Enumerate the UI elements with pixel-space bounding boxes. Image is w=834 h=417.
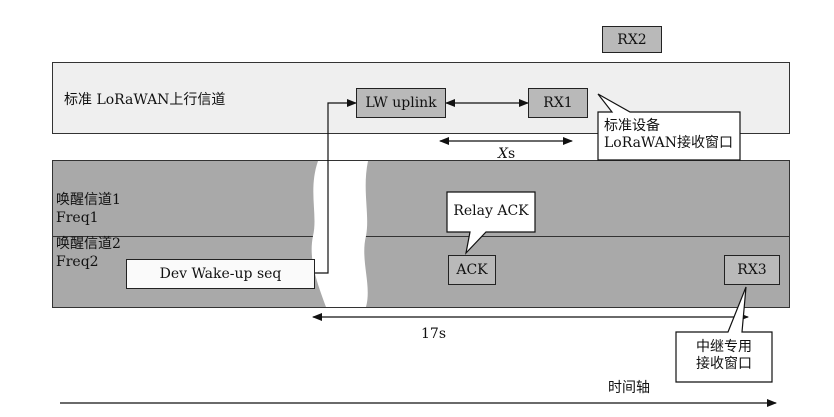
standard-window-line1: 标准设备 <box>604 118 660 134</box>
time-axis-label: 时间轴 <box>608 380 650 396</box>
wake-channel-1-label: 唤醒信道1 <box>56 192 121 208</box>
relay-ack-callout-text: Relay ACK <box>453 203 529 219</box>
xs-unit: s <box>507 146 516 162</box>
duration-17s-label: 17s <box>421 326 446 342</box>
rx3-box: RX3 <box>724 255 780 285</box>
standard-window-callout-shape <box>597 93 741 161</box>
relay-window-line1: 中继专用 <box>696 339 752 355</box>
xs-variable: X <box>498 146 508 162</box>
standard-window-line2: LoRaWAN接收窗口 <box>604 135 733 151</box>
relay-window-line2: 接收窗口 <box>696 356 752 372</box>
dev-wakeup-box: Dev Wake-up seq <box>126 259 315 289</box>
wake-channel-1-band <box>52 160 790 236</box>
wake-channel-2-freq: Freq2 <box>56 254 99 270</box>
wakeup-to-uplink-arrow <box>315 99 357 274</box>
xs-label: Xs <box>498 146 515 163</box>
rx2-box: RX2 <box>602 26 662 53</box>
rx1-box: RX1 <box>528 88 588 118</box>
relay-window-callout-shape <box>675 286 773 383</box>
standard-window-callout-text: 标准设备 LoRaWAN接收窗口 <box>598 118 740 152</box>
wake-channel-1-freq: Freq1 <box>56 210 99 226</box>
standard-uplink-label: 标准 LoRaWAN上行信道 <box>64 92 226 108</box>
channel-gap <box>311 161 368 307</box>
wake-channel-2-label: 唤醒信道2 <box>56 236 121 252</box>
ack-box: ACK <box>448 255 496 285</box>
lw-uplink-box: LW uplink <box>356 88 446 118</box>
relay-window-callout-text: 中继专用 接收窗口 <box>676 339 772 373</box>
relay-ack-callout-shape <box>446 191 536 255</box>
